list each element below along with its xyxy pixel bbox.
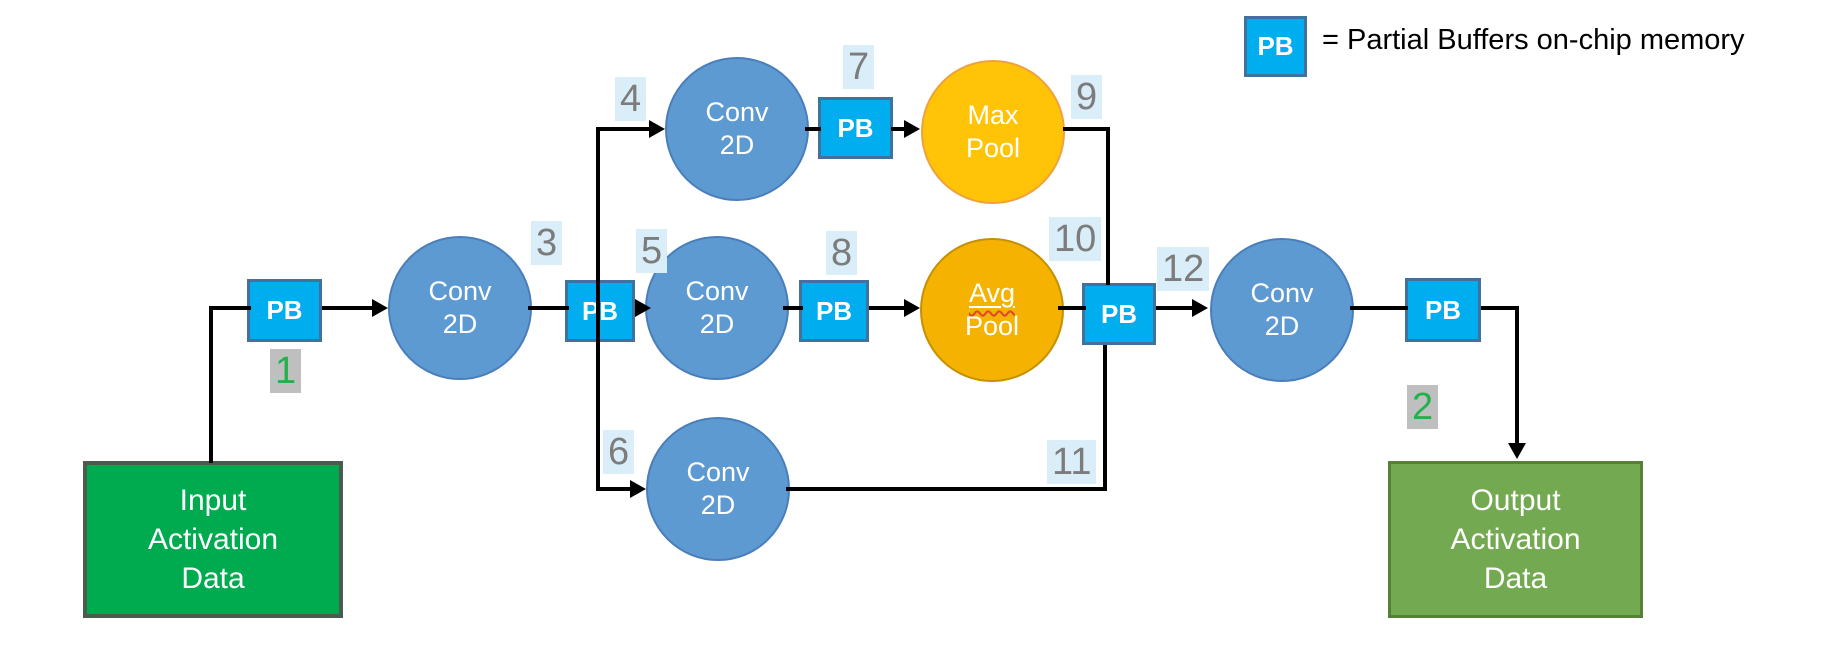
input-box-line2: Activation <box>147 523 279 556</box>
conv2d-node-1-label: Conv <box>428 276 492 306</box>
conv2d-node-top-label2: 2D <box>719 130 755 160</box>
connector-input-to-pb1 <box>209 306 251 310</box>
input-box-line1: Input <box>179 484 247 517</box>
arrowhead-convbottom <box>630 480 646 498</box>
arrowhead-convtop <box>649 120 665 138</box>
connector-maxpool-down-to-pb5 <box>1106 127 1110 285</box>
max-pool-node: Max Pool <box>921 60 1065 204</box>
connector-branch-vertical <box>596 127 600 489</box>
legend-pb-swatch: PB <box>1244 16 1307 77</box>
pb-buffer-2-label: PB <box>581 295 619 326</box>
step-number-4: 4 <box>615 77 647 121</box>
connector-branch-to-convtop <box>596 127 651 131</box>
pb-buffer-1: PB <box>247 279 322 342</box>
arrowhead-conv1 <box>372 299 388 317</box>
connector-maxpool-right <box>1063 127 1110 131</box>
pb-buffer-top: PB <box>818 97 893 159</box>
pb-buffer-middle: PB <box>799 280 869 342</box>
connector-pb4-to-avgpool <box>869 306 906 310</box>
step-number-5: 5 <box>636 229 668 273</box>
connector-branch-to-convbottom <box>596 487 632 491</box>
conv2d-node-bottom: Conv 2D <box>646 417 790 561</box>
avg-pool-label: Avg <box>968 278 1016 308</box>
step-number-3: 3 <box>531 221 563 265</box>
step-number-2: 2 <box>1407 385 1439 429</box>
connector-pb1-to-conv1 <box>322 306 374 310</box>
avg-pool-label2: Pool <box>964 311 1020 341</box>
arrowhead-maxpool <box>904 120 920 138</box>
conv2d-node-1-label2: 2D <box>442 309 478 339</box>
arrowhead-avgpool <box>904 299 920 317</box>
avg-pool-node: Avg Pool <box>920 238 1064 382</box>
output-activation-data-box: Output Activation Data <box>1388 461 1643 618</box>
max-pool-label2: Pool <box>965 133 1021 163</box>
legend-pb-swatch-label: PB <box>1257 31 1294 61</box>
step-number-10: 10 <box>1049 217 1102 261</box>
connector-convtop-to-pbtop <box>805 127 821 131</box>
step-number-11: 11 <box>1047 440 1097 484</box>
conv2d-node-right-label2: 2D <box>1264 311 1300 341</box>
output-box-line1: Output <box>1470 484 1561 517</box>
max-pool-label: Max <box>967 100 1019 130</box>
conv2d-node-right: Conv 2D <box>1210 238 1354 382</box>
arrowhead-conv-middle <box>635 299 651 317</box>
step-number-7: 7 <box>843 45 875 89</box>
avg-pool-label-wrap: Avg <box>969 277 1015 310</box>
connector-input-vertical <box>209 306 213 463</box>
connector-convmid-to-pb4 <box>783 306 803 310</box>
input-box-line3: Data <box>181 562 245 595</box>
arrowhead-output <box>1508 443 1526 459</box>
output-box-line2: Activation <box>1450 523 1581 556</box>
conv2d-node-bottom-label: Conv <box>686 457 750 487</box>
step-number-9: 9 <box>1071 75 1103 119</box>
pb-buffer-output-label: PB <box>1424 294 1462 325</box>
step-number-8: 8 <box>826 231 858 275</box>
connector-convbottom-up-to-pb5 <box>1103 345 1107 491</box>
conv2d-node-bottom-label2: 2D <box>700 490 736 520</box>
legend-text: = Partial Buffers on-chip memory <box>1322 24 1745 56</box>
output-box-line3: Data <box>1483 562 1548 595</box>
input-activation-data-box: Input Activation Data <box>83 461 343 618</box>
connector-pb6-right <box>1481 306 1519 310</box>
pb-buffer-merge-label: PB <box>1100 298 1138 329</box>
pb-buffer-middle-label: PB <box>815 295 853 326</box>
pb-buffer-1-label: PB <box>266 295 303 325</box>
step-number-6: 6 <box>603 430 635 474</box>
conv2d-node-right-label: Conv <box>1250 278 1314 308</box>
step-number-1: 1 <box>270 349 302 393</box>
pb-buffer-output: PB <box>1405 278 1481 342</box>
conv2d-node-middle-label: Conv <box>685 276 749 306</box>
connector-pb5-to-convright <box>1156 306 1194 310</box>
conv2d-node-middle-label2: 2D <box>699 309 735 339</box>
step-number-12: 12 <box>1157 247 1210 291</box>
connector-pbtop-to-maxpool <box>891 127 906 131</box>
connector-conv1-to-pb2 <box>528 306 569 310</box>
conv2d-node-top: Conv 2D <box>665 57 809 201</box>
connector-convright-to-pb6 <box>1350 306 1408 310</box>
connector-output-vertical <box>1515 306 1519 445</box>
pb-buffer-2: PB <box>565 280 635 342</box>
conv2d-node-1: Conv 2D <box>388 236 532 380</box>
connector-convbottom-right <box>786 487 1107 491</box>
pb-buffer-merge: PB <box>1082 283 1156 345</box>
conv2d-node-top-label: Conv <box>705 97 769 127</box>
arrowhead-convright <box>1192 299 1208 317</box>
pb-buffer-top-label: PB <box>837 112 874 143</box>
conv2d-node-middle: Conv 2D <box>645 236 789 380</box>
connector-avgpool-to-pb5 <box>1058 306 1086 310</box>
